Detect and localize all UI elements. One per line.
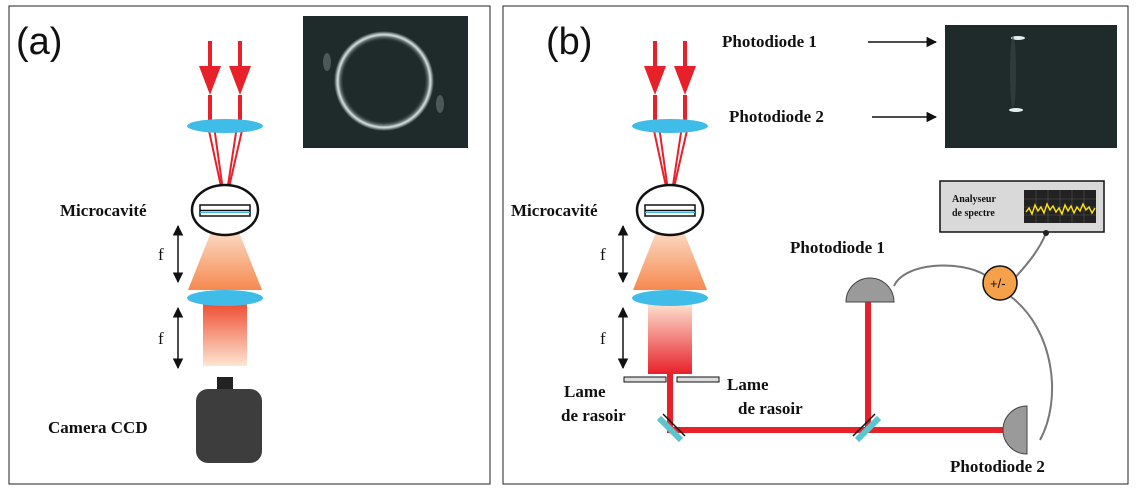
photodiode-1-pointer-label: Photodiode 1 [722,32,817,51]
collimating-lens-b [632,290,708,306]
collimated-column-b [648,302,692,374]
microcavity-b [635,183,705,237]
razor-left-line-2: de rasoir [561,406,626,425]
mirror-left [656,413,686,443]
panel-b-tag: (b) [546,21,592,63]
razor-left-line-1: Lame [564,382,606,401]
emission-cone [188,222,262,290]
photodiode-image [945,25,1117,148]
razor-blade-left [623,376,667,383]
camera-image-ring [303,16,468,148]
razor-blade-right [676,376,720,383]
microcavity-label-b: Microcavité [511,201,598,220]
signal-combiner [982,265,1018,301]
input-beams-b [644,41,696,124]
analyzer-label-line-1: Analyseur [952,194,996,205]
photodiode-2-label: Photodiode 2 [950,457,1045,476]
panel-a-tag: (a) [16,21,62,63]
panel-a: (a) [8,5,491,485]
analyzer-label-line-2: de spectre [952,208,995,219]
ccd-camera [196,377,262,463]
razor-right-line-1: Lame [727,375,769,394]
combiner-label: +/- [990,276,1006,291]
panel-b: (b) Photodiode 1 Photodiode 2 [502,5,1129,485]
microcavity [190,183,260,237]
focal-label-1: f [158,245,164,264]
input-beams [199,41,251,124]
focusing-lens-b [632,119,708,133]
photodiode-2-pointer-label: Photodiode 2 [729,107,824,126]
camera-label: Camera CCD [48,418,148,437]
beam-splitter [852,413,882,443]
focal-label-b-1: f [600,245,606,264]
microcavity-label: Microcavité [60,201,147,220]
photodiode-1-label: Photodiode 1 [790,238,885,257]
razor-right-line-2: de rasoir [738,399,803,418]
collimating-lens [187,290,263,306]
analyzer-trace [1025,202,1096,216]
photodiode-2 [1002,405,1028,455]
photodiode-1 [845,277,895,303]
focal-label-2: f [158,329,164,348]
focusing-lens [187,119,263,133]
collimated-column [203,302,247,366]
spectrum-analyzer [939,180,1105,236]
focal-label-b-2: f [600,329,606,348]
emission-cone-b [633,222,707,290]
